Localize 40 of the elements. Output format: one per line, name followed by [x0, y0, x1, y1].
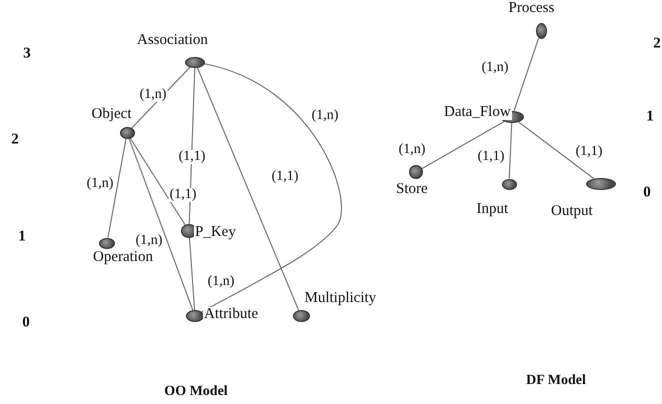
edge-label: (1,n) [480, 61, 510, 75]
level-number: 0 [643, 186, 651, 200]
connector-line [518, 122, 594, 180]
node-label: Data_Flow [443, 105, 512, 120]
model-caption: DF Model [526, 373, 586, 389]
node-label: Output [550, 204, 594, 219]
edge-label: (1,n) [310, 109, 340, 123]
edge-label: (1,n) [398, 143, 426, 157]
connector-line [422, 121, 505, 170]
connector-line [196, 66, 300, 311]
edge-label: (1,1) [168, 188, 198, 202]
edge-label: (1,n) [134, 234, 164, 248]
connector-line [128, 138, 194, 311]
level-number: 2 [11, 132, 19, 148]
connector-line [201, 63, 342, 312]
node-label: P_Key [194, 225, 237, 240]
edge-label: (1,1) [476, 150, 506, 164]
level-number: 0 [22, 316, 30, 330]
edge-label: (1,1) [574, 145, 604, 159]
level-number: 1 [18, 230, 26, 244]
edge-label: (1,n) [206, 275, 236, 289]
node-label: Multiplicity [304, 291, 378, 306]
node-label: Operation [92, 250, 154, 264]
edge-label: (1,1) [178, 150, 206, 164]
edge-label: (1,n) [138, 88, 168, 102]
edge-label: (1,n) [86, 177, 114, 191]
node-label: Input [476, 202, 510, 216]
connector-line [189, 237, 196, 310]
connector-line [108, 138, 126, 238]
connector-line [508, 122, 512, 179]
node-label: Object [90, 107, 132, 122]
level-number: 2 [653, 36, 661, 52]
node-label: Association [136, 32, 209, 48]
connector-line [514, 38, 540, 112]
edge-label: (1,1) [270, 170, 300, 184]
node-label: Attribute [203, 307, 260, 322]
model-caption: OO Model [164, 384, 228, 400]
level-number: 1 [646, 110, 654, 124]
connector-line [130, 138, 186, 226]
level-number: 3 [23, 46, 31, 62]
